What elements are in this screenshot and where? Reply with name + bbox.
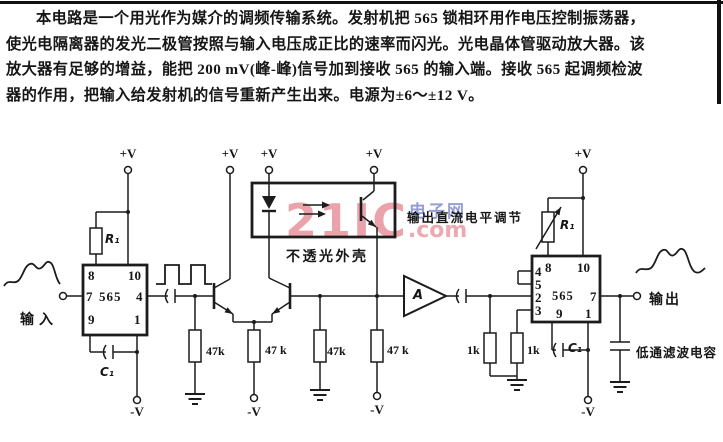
terminals [60,167,641,404]
left565-pin4: 4 [136,289,143,304]
led-driver-transistor-pair [214,237,377,394]
resistor-1k-label: 1k [527,343,540,357]
description-block: 本电路是一个用光作为媒介的调频传输系统。发射机把 565 锁相环用作电压控制振荡… [0,0,723,108]
receiver-front-end [371,276,532,392]
left-565-ic [63,212,147,396]
junction-dots [126,196,622,354]
watermark: 21IC.com [285,194,467,248]
left565-pin9: 9 [88,312,95,327]
c1-left-label: C₁ [100,365,115,379]
amplifier-label: A [413,288,424,303]
left565-name: 565 [99,289,122,304]
watermark-site-name: 电子网 [409,202,466,221]
ground-icon [310,390,330,400]
input-waveform [4,262,60,286]
description-line-4: 器的作用，把输入给发射机的信号重新产生出来。电源为±6～±12 V。 [6,87,484,104]
minus-v-label: -V [130,404,144,419]
potentiometer-icon [542,212,554,242]
phototransistor-icon [363,191,374,200]
left565-pin7: 7 [86,289,93,304]
plus-v-label: +V [365,146,383,161]
plus-v-label: +V [221,146,239,161]
minus-v-label: -V [247,404,261,419]
ground-symbols [185,380,630,404]
right565-pin5: 5 [535,277,542,292]
resistor-1k-label: 1k [467,343,480,357]
resistor-47k-label: 47 k [387,343,409,357]
description-line-1: 本电路是一个用光作为媒介的调频传输系统。发射机把 565 锁相环用作电压控制振荡… [36,10,646,27]
output-waveform [636,249,705,273]
amplifier-icon [404,276,446,316]
plus-v-label: +V [119,146,137,161]
lowpass-cap-label: 低通滤波电容 [636,346,718,360]
right565-pin3: 3 [535,303,542,318]
border-right [717,0,721,104]
watermark-brand: 21IC [285,194,408,248]
square-wave-symbol [156,265,212,284]
input-label: 输入 [20,313,58,328]
right565-pin2: 2 [535,290,542,305]
ground-icon [610,382,630,392]
right565-pin4: 4 [535,264,542,279]
right565-pin8: 8 [545,260,552,275]
output-terminal [634,293,641,300]
resistor-47k-label: 47k [206,344,225,358]
minus-v-label: -V [581,404,595,419]
right-565-ic [518,198,633,396]
left565-pin8: 8 [88,268,95,283]
border-top [0,1,723,4]
description-line-3: 放大器有足够的增益，能把 200 mV(峰-峰)信号加到接收 565 的输入端。… [6,61,643,78]
plus-v-label: +V [260,146,278,161]
ground-icon [507,380,527,390]
right565-pin10: 10 [577,260,590,275]
right565-name: 565 [552,289,574,303]
opaque-case-label: 不透光外壳 [286,250,369,265]
plus-v-label: +V [574,146,592,161]
c1-right-label: C₁ [568,341,583,355]
right565-pin1: 1 [585,306,592,321]
output-label: 输出 [649,293,681,308]
ground-icon [185,394,205,404]
right565-pin9: 9 [556,306,563,321]
vco-output-coupling [147,265,214,394]
resistor-47k-label: 47 k [265,343,287,357]
resistor-47k-label: 47k [327,344,346,358]
right565-pin7: 7 [590,289,597,304]
dc-level-adjust-label: 输出直流电平调节 [407,211,524,225]
left565-pin1: 1 [134,312,141,327]
input-terminal [60,293,67,300]
minus-v-label: -V [370,402,384,417]
watermark-suffix: .com [407,218,468,243]
left565-pin10: 10 [128,268,141,283]
waveforms [4,249,705,286]
r1-right-label: R₁ [560,218,575,232]
r1-left-label: R₁ [105,232,120,246]
description-line-2: 使光电隔离器的发光二极管按照与输入电压成正比的速率而闪光。光电晶体管驱动放大器。… [6,36,646,53]
optocoupler [252,183,395,330]
led-icon [262,196,276,209]
